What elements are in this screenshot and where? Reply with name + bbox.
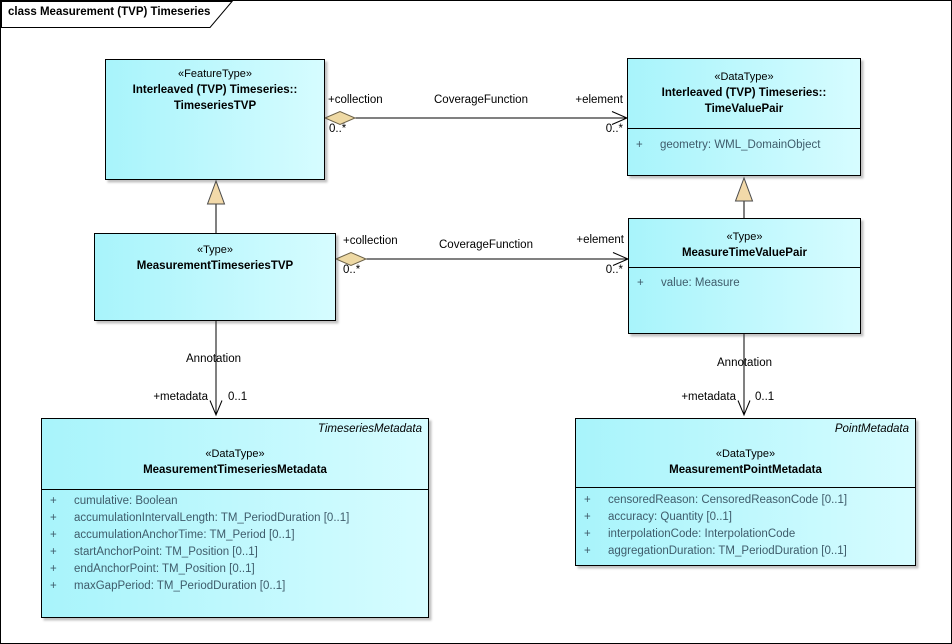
attribute-text: value: Measure	[661, 277, 740, 289]
class-box-measure-time-value-pair[interactable]: «Type» MeasureTimeValuePair + value: Mea…	[628, 218, 861, 334]
attribute-row: + accumulationIntervalLength: TM_PeriodD…	[42, 510, 428, 527]
connector-name-coverage-function: CoverageFunction	[439, 239, 533, 251]
frame-tab-shape	[1, 1, 234, 28]
visibility-symbol: +	[50, 529, 57, 541]
attribute-row: + cumulative: Boolean	[42, 493, 428, 510]
attribute-text: geometry: WML_DomainObject	[660, 139, 821, 151]
multiplicity-label: 0..1	[228, 391, 248, 403]
attribute-text: interpolationCode: InterpolationCode	[608, 528, 796, 540]
multiplicity-label: 0..*	[329, 123, 347, 135]
generalization-triangle-icon	[206, 179, 226, 205]
stereotype-label: «DataType»	[715, 448, 776, 460]
visibility-symbol: +	[584, 494, 591, 506]
attribute-row: + geometry: WML_DomainObject	[628, 137, 860, 154]
multiplicity-label: 0..*	[605, 264, 623, 276]
visibility-symbol: +	[50, 546, 57, 558]
attribute-text: accumulationAnchorTime: TM_Period [0..1]	[74, 529, 295, 541]
multiplicity-label: 0..1	[755, 391, 775, 403]
visibility-symbol: +	[584, 545, 591, 557]
attribute-row: + accuracy: Quantity [0..1]	[576, 509, 915, 526]
realized-interface-label: PointMetadata	[834, 423, 909, 435]
visibility-symbol: +	[50, 563, 57, 575]
visibility-symbol: +	[50, 512, 57, 524]
attribute-text: cumulative: Boolean	[74, 495, 178, 507]
connector-name-coverage-function: CoverageFunction	[434, 94, 528, 106]
role-label-collection: +collection	[343, 235, 398, 247]
connector-generalization-left[interactable]	[206, 179, 226, 233]
role-label-element: +element	[575, 94, 623, 106]
attribute-row: + aggregationDuration: TM_PeriodDuration…	[576, 543, 915, 560]
connector-name-annotation: Annotation	[186, 353, 241, 365]
role-label-metadata: +metadata	[681, 391, 736, 403]
attribute-row: + value: Measure	[629, 275, 860, 292]
open-arrowhead-icon	[209, 400, 223, 417]
attribute-text: censoredReason: CensoredReasonCode [0..1…	[608, 494, 848, 506]
attribute-row: + startAnchorPoint: TM_Position [0..1]	[42, 544, 428, 561]
role-label-element: +element	[576, 234, 624, 246]
compartment-divider	[576, 487, 915, 488]
compartment-divider	[629, 267, 860, 268]
class-name: MeasurementTimeseriesMetadata	[143, 464, 327, 476]
compartment-divider	[42, 489, 428, 490]
attribute-row: + interpolationCode: InterpolationCode	[576, 526, 915, 543]
class-name: Interleaved (TVP) Timeseries::	[661, 87, 827, 99]
stereotype-label: «Type»	[196, 244, 234, 256]
generalization-triangle-icon	[734, 176, 754, 202]
visibility-symbol: +	[50, 495, 57, 507]
class-name: MeasureTimeValuePair	[681, 247, 808, 259]
diagram-frame-title: class Measurement (TVP) Timeseries	[8, 6, 211, 18]
open-arrowhead-icon	[737, 400, 751, 417]
class-name: MeasurementPointMetadata	[669, 464, 822, 476]
connector-coverage-function-middle[interactable]	[334, 251, 630, 267]
attribute-text: accumulationIntervalLength: TM_PeriodDur…	[74, 512, 350, 524]
class-name: MeasurementTimeseriesTVP	[136, 260, 294, 272]
realized-interface-label: TimeseriesMetadata	[317, 423, 422, 435]
aggregation-diamond-icon	[323, 110, 357, 126]
visibility-symbol: +	[584, 528, 591, 540]
attribute-text: accuracy: Quantity [0..1]	[608, 511, 733, 523]
stereotype-label: «DataType»	[714, 71, 774, 83]
connector-annotation-left[interactable]	[209, 321, 223, 417]
connector-annotation-right[interactable]	[737, 334, 751, 417]
stereotype-label: «FeatureType»	[178, 68, 252, 80]
stereotype-label: «DataType»	[205, 448, 265, 460]
connector-generalization-right[interactable]	[734, 176, 754, 218]
multiplicity-label: 0..*	[605, 123, 623, 135]
attribute-text: startAnchorPoint: TM_Position [0..1]	[74, 546, 258, 558]
connector-name-annotation: Annotation	[717, 357, 772, 369]
connector-coverage-function-top[interactable]	[323, 110, 629, 126]
attribute-text: maxGapPeriod: TM_PeriodDuration [0..1]	[74, 580, 286, 592]
class-name: TimeValuePair	[704, 103, 784, 115]
class-box-time-value-pair[interactable]: «DataType» Interleaved (TVP) Timeseries:…	[627, 58, 861, 176]
attribute-row: + censoredReason: CensoredReasonCode [0.…	[576, 492, 915, 509]
compartment-divider	[628, 128, 860, 129]
multiplicity-label: 0..*	[343, 264, 361, 276]
class-box-measurement-timeseries-metadata[interactable]: TimeseriesMetadata «DataType» Measuremen…	[41, 418, 429, 618]
visibility-symbol: +	[50, 580, 57, 592]
attribute-row: + maxGapPeriod: TM_PeriodDuration [0..1]	[42, 578, 428, 595]
attribute-row: + endAnchorPoint: TM_Position [0..1]	[42, 561, 428, 578]
class-box-measurement-timeseries-tvp[interactable]: «Type» MeasurementTimeseriesTVP	[94, 233, 336, 321]
aggregation-diamond-icon	[334, 251, 368, 267]
class-box-measurement-point-metadata[interactable]: PointMetadata «DataType» MeasurementPoin…	[575, 418, 916, 566]
visibility-symbol: +	[584, 511, 591, 523]
visibility-symbol: +	[637, 277, 644, 289]
attribute-text: aggregationDuration: TM_PeriodDuration […	[608, 545, 847, 557]
role-label-metadata: +metadata	[153, 391, 208, 403]
visibility-symbol: +	[636, 139, 643, 151]
class-name: TimeseriesTVP	[173, 100, 257, 112]
class-box-timeseries-tvp[interactable]: «FeatureType» Interleaved (TVP) Timeseri…	[105, 59, 325, 180]
role-label-collection: +collection	[328, 94, 383, 106]
stereotype-label: «Type»	[726, 231, 763, 243]
class-name: Interleaved (TVP) Timeseries::	[132, 84, 298, 96]
attribute-text: endAnchorPoint: TM_Position [0..1]	[74, 563, 255, 575]
attribute-row: + accumulationAnchorTime: TM_Period [0..…	[42, 527, 428, 544]
